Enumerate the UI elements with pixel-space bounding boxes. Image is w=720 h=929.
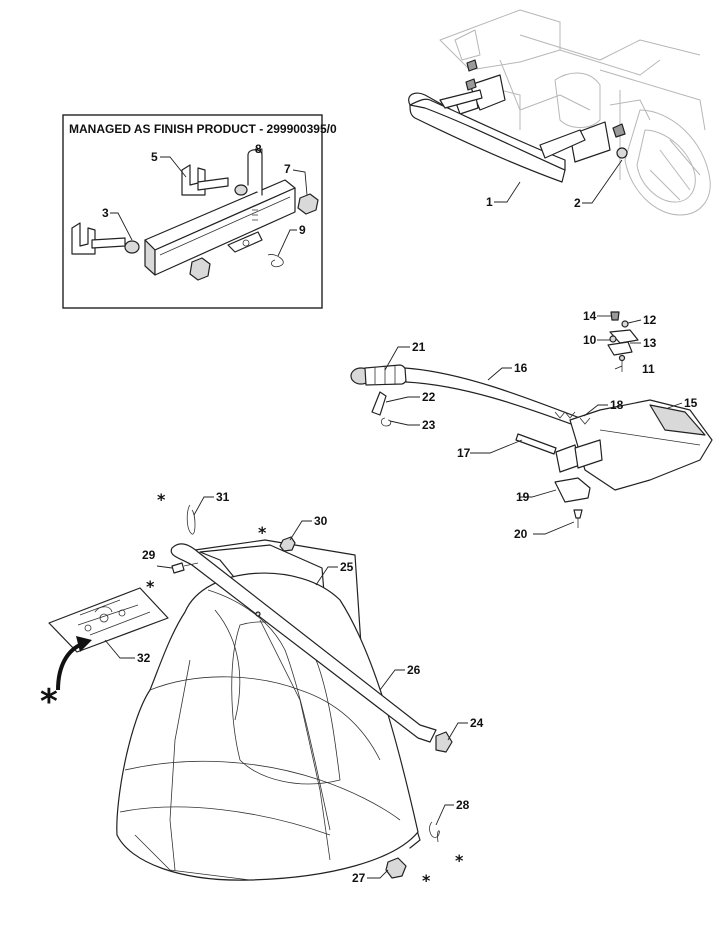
callout-labels: 1 2 3 5 7 8 9 10 11 12 13 14 15 16 17 18… <box>40 142 698 890</box>
leader-lines <box>104 148 683 879</box>
callout-13: 13 <box>643 336 657 350</box>
callout-7: 7 <box>284 162 291 176</box>
hardware-bag <box>48 587 169 653</box>
asterisk-30: * <box>258 523 267 542</box>
callout-25: 25 <box>340 560 354 574</box>
callout-18: 18 <box>610 398 624 412</box>
callout-31: 31 <box>216 490 230 504</box>
inset-box: MANAGED AS FINISH PRODUCT - 299900395/0 <box>62 114 337 309</box>
pointer-arrow <box>56 636 92 691</box>
asterisk-29: * <box>146 577 155 596</box>
inset-title: MANAGED AS FINISH PRODUCT - 299900395/0 <box>69 122 337 136</box>
lever-assembly <box>350 311 713 528</box>
callout-10: 10 <box>583 333 597 347</box>
callout-28: 28 <box>456 798 470 812</box>
asterisk-arrow: * <box>40 682 58 722</box>
callout-30: 30 <box>314 514 328 528</box>
callout-11: 11 <box>642 362 655 376</box>
callout-32: 32 <box>137 651 151 665</box>
callout-20: 20 <box>514 527 528 541</box>
callout-3: 3 <box>102 206 109 220</box>
callout-15: 15 <box>684 396 698 410</box>
callout-5: 5 <box>151 150 158 164</box>
callout-14: 14 <box>583 309 597 323</box>
asterisk-31: * <box>157 490 166 509</box>
callout-1: 1 <box>486 195 493 209</box>
callout-2: 2 <box>574 196 581 210</box>
callout-26: 26 <box>407 663 421 677</box>
callout-22: 22 <box>422 390 436 404</box>
tractor-chassis-outline <box>439 9 711 216</box>
callout-12: 12 <box>643 313 657 327</box>
callout-23: 23 <box>422 418 436 432</box>
callout-9: 9 <box>299 223 306 237</box>
callout-19: 19 <box>516 490 530 504</box>
callout-29: 29 <box>142 548 156 562</box>
front-bumper-assembly <box>408 59 628 183</box>
callout-27: 27 <box>352 871 366 885</box>
asterisk-28: * <box>455 851 464 870</box>
callout-21: 21 <box>412 340 426 354</box>
callout-17: 17 <box>457 446 471 460</box>
callout-16: 16 <box>514 361 528 375</box>
grass-collector-bag <box>116 504 453 881</box>
callout-8: 8 <box>255 142 262 156</box>
callout-24: 24 <box>470 716 484 730</box>
asterisk-27: * <box>422 871 431 890</box>
